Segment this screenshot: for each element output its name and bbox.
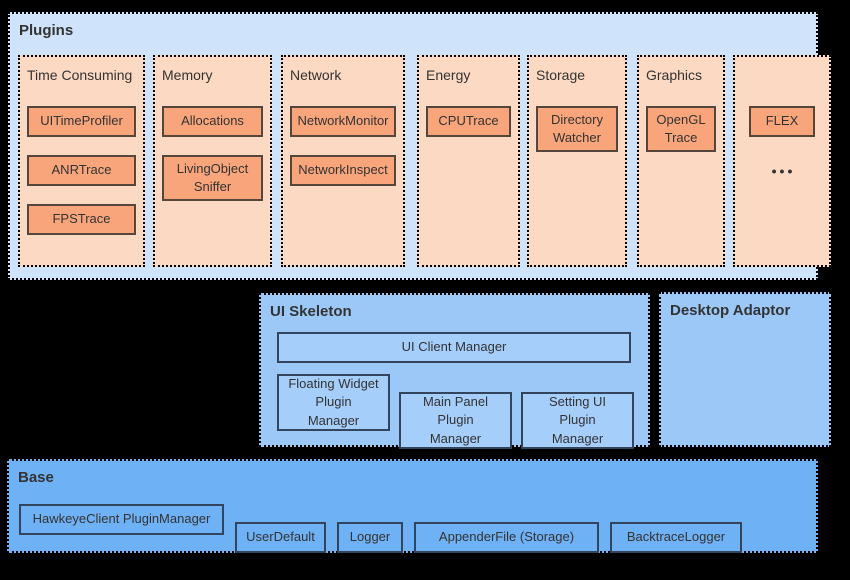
plugin-group-title [735,57,742,84]
base-title: Base [18,469,54,486]
appenderfile-storage-node: AppenderFile (Storage) [414,522,599,553]
plugin-group-time-consuming: Time Consuming UITimeProfiler ANRTrace F… [18,55,145,267]
ui-client-manager-node: UI Client Manager [277,332,631,363]
plugin-group-title: Graphics [646,67,703,83]
plugin-node-networkmonitor: NetworkMonitor [290,106,396,137]
plugin-node-fpstrace: FPSTrace [27,204,136,235]
main-panel-plugin-manager-node: Main Panel Plugin Manager [399,392,512,449]
plugin-node-allocations: Allocations [162,106,263,137]
desktop-adaptor-panel: Desktop Adaptor [659,292,831,447]
logger-node: Logger [337,522,403,553]
plugin-node-cputrace: CPUTrace [426,106,511,137]
plugin-group-energy: Energy CPUTrace [417,55,520,267]
base-row: HawkeyeClient PluginManager UserDefault … [19,504,742,553]
plugin-node-directory-watcher: Directory Watcher [536,106,618,153]
backtracelogger-node: BacktraceLogger [610,522,742,553]
plugin-node-opengl-trace: OpenGL Trace [646,106,716,153]
plugin-group-title: Memory [162,67,213,83]
plugin-node-livingobject-sniffer: LivingObject Sniffer [162,155,263,202]
manager-row: Floating Widget Plugin Manager Main Pane… [277,374,634,449]
plugin-group-title: Storage [536,67,586,83]
plugin-node-uitimeprofiler: UITimeProfiler [27,106,136,137]
more-plugins-ellipsis: ••• [771,163,796,179]
base-panel: Base HawkeyeClient PluginManager UserDef… [7,459,818,553]
plugin-group-network: Network NetworkMonitor NetworkInspect [281,55,405,267]
plugin-group-memory: Memory Allocations LivingObject Sniffer [153,55,272,267]
setting-ui-plugin-manager-node: Setting UI Plugin Manager [521,392,634,449]
plugin-group-title: Network [290,67,342,83]
plugin-node-networkinspect: NetworkInspect [290,155,396,186]
ui-skeleton-title: UI Skeleton [270,303,352,320]
desktop-adaptor-title: Desktop Adaptor [670,302,791,319]
plugin-group-graphics: Graphics OpenGL Trace [637,55,725,267]
plugin-group-storage: Storage Directory Watcher [527,55,627,267]
userdefault-node: UserDefault [235,522,326,553]
plugins-panel: Plugins Time Consuming UITimeProfiler AN… [8,12,831,280]
ui-skeleton-panel: UI Skeleton UI Client Manager Floating W… [259,293,650,449]
plugin-group-title: Energy [426,67,471,83]
floating-widget-plugin-manager-node: Floating Widget Plugin Manager [277,374,390,431]
plugin-node-anrtrace: ANRTrace [27,155,136,186]
plugins-panel-title: Plugins [19,22,74,39]
plugin-group-more: FLEX ••• [733,55,831,267]
hawkeyeclient-pluginmanager-node: HawkeyeClient PluginManager [19,504,224,535]
plugin-group-title: Time Consuming [27,67,133,83]
plugin-node-flex: FLEX [749,106,815,137]
